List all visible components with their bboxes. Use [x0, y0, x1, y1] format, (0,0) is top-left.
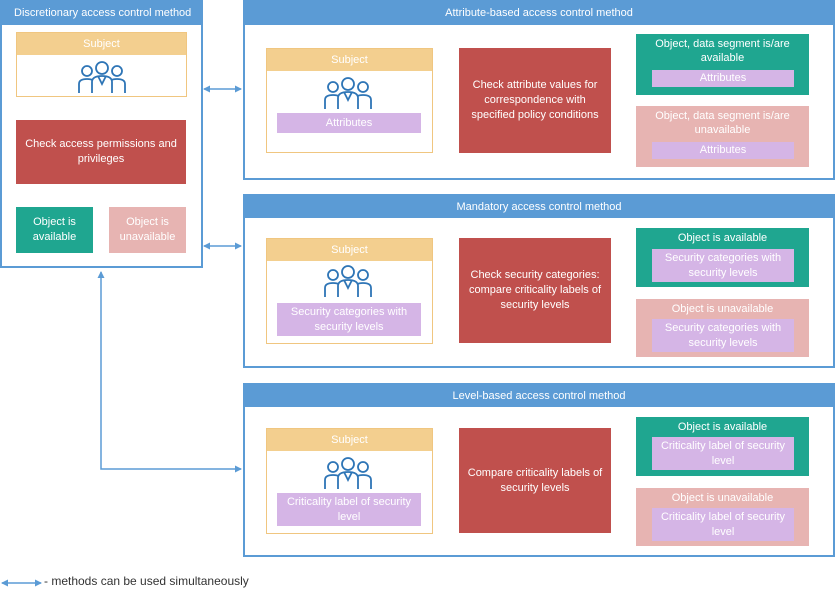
- mac-available-label: Object is available: [677, 232, 768, 244]
- legend-text: - methods can be used simultaneously: [44, 574, 249, 588]
- people-group-icon: [324, 77, 372, 109]
- abac-unavailable-label: Object, data segment is/are unavailable: [655, 110, 790, 136]
- lbac-unavailable-label: Object is unavailable: [671, 492, 774, 504]
- abac-unavailable-box: Object, data segment is/are unavailable …: [636, 106, 809, 167]
- legend: - methods can be used simultaneously: [0, 574, 249, 588]
- mac-unavailable-label: Object is unavailable: [671, 303, 774, 315]
- people-group-icon: [324, 265, 372, 297]
- dac-title: Discretionary access control method: [2, 2, 201, 25]
- mac-subject-attributes: Security categories with security levels: [277, 303, 421, 336]
- lbac-subject-label: Subject: [267, 429, 432, 451]
- mac-available-attributes: Security categories with security levels: [652, 249, 794, 282]
- lbac-available-attributes: Criticality label of security level: [652, 437, 794, 470]
- dac-subject-label: Subject: [17, 33, 186, 55]
- dac-unavailable-box: Object is unavailable: [109, 207, 186, 253]
- mac-unavailable-attributes: Security categories with security levels: [652, 319, 794, 352]
- mac-subject-label: Subject: [267, 239, 432, 261]
- lbac-title: Level-based access control method: [245, 385, 833, 407]
- abac-title: Attribute-based access control method: [245, 2, 833, 25]
- abac-subject-attributes: Attributes: [277, 113, 421, 133]
- lbac-subject-box: Subject Criticality label of security le…: [266, 428, 433, 534]
- dac-available-box: Object is available: [16, 207, 93, 253]
- lbac-unavailable-attributes: Criticality label of security level: [652, 508, 794, 541]
- lbac-subject-attributes: Criticality label of security level: [277, 493, 421, 526]
- abac-available-attributes: Attributes: [652, 70, 794, 87]
- abac-available-label: Object, data segment is/are available: [655, 38, 790, 64]
- lbac-available-label: Object is available: [677, 421, 768, 433]
- abac-unavailable-attributes: Attributes: [652, 142, 794, 159]
- people-group-icon: [78, 61, 126, 93]
- lbac-unavailable-box: Object is unavailable Criticality label …: [636, 488, 809, 546]
- abac-available-box: Object, data segment is/are available At…: [636, 34, 809, 95]
- people-group-icon: [324, 457, 372, 489]
- lbac-available-box: Object is available Criticality label of…: [636, 417, 809, 476]
- dac-check-box: Check access permissions and privileges: [16, 120, 186, 184]
- abac-check-box: Check attribute values for correspondenc…: [459, 48, 611, 153]
- lbac-check-box: Compare criticality labels of security l…: [459, 428, 611, 533]
- dac-subject-box: Subject: [16, 32, 187, 97]
- abac-subject-box: Subject Attributes: [266, 48, 433, 153]
- abac-subject-label: Subject: [267, 49, 432, 71]
- mac-check-box: Check security categories: compare criti…: [459, 238, 611, 343]
- mac-available-box: Object is available Security categories …: [636, 228, 809, 287]
- mac-unavailable-box: Object is unavailable Security categorie…: [636, 299, 809, 357]
- mac-title: Mandatory access control method: [245, 196, 833, 218]
- mac-subject-box: Subject Security categories with securit…: [266, 238, 433, 344]
